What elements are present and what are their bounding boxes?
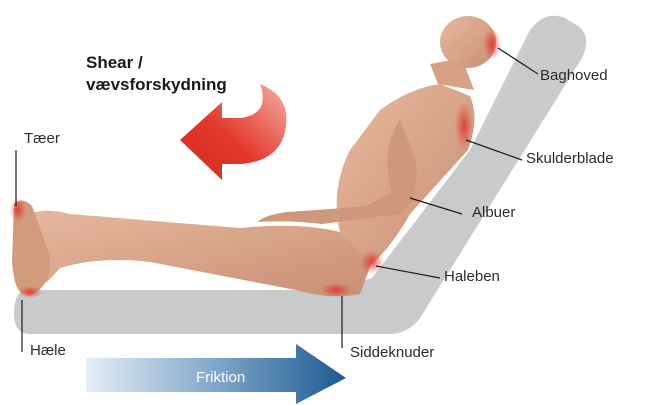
label-heel: Hæle <box>30 342 66 359</box>
shear-label-line1: Shear / <box>86 52 227 74</box>
label-shoulder-blades: Skulderblade <box>526 150 614 167</box>
legs <box>14 211 372 296</box>
pressure-toes <box>10 198 26 222</box>
shear-label: Shear / vævsforskydning <box>86 52 227 96</box>
label-sitting-bones: Siddeknuder <box>350 344 434 361</box>
pressure-shoulder-blades <box>455 102 473 150</box>
friction-label: Friktion <box>196 369 245 386</box>
label-toes: Tæer <box>24 130 60 147</box>
pressure-sitting <box>320 283 352 297</box>
pressure-back-of-head <box>483 28 501 60</box>
label-back-of-head: Baghoved <box>540 67 608 84</box>
shear-arrow <box>180 84 286 180</box>
label-elbows: Albuer <box>472 204 515 221</box>
shear-label-line2: vævsforskydning <box>86 74 227 96</box>
label-hip-bone: Haleben <box>444 268 500 285</box>
pressure-heel <box>18 286 42 298</box>
pressure-hip <box>360 250 384 274</box>
